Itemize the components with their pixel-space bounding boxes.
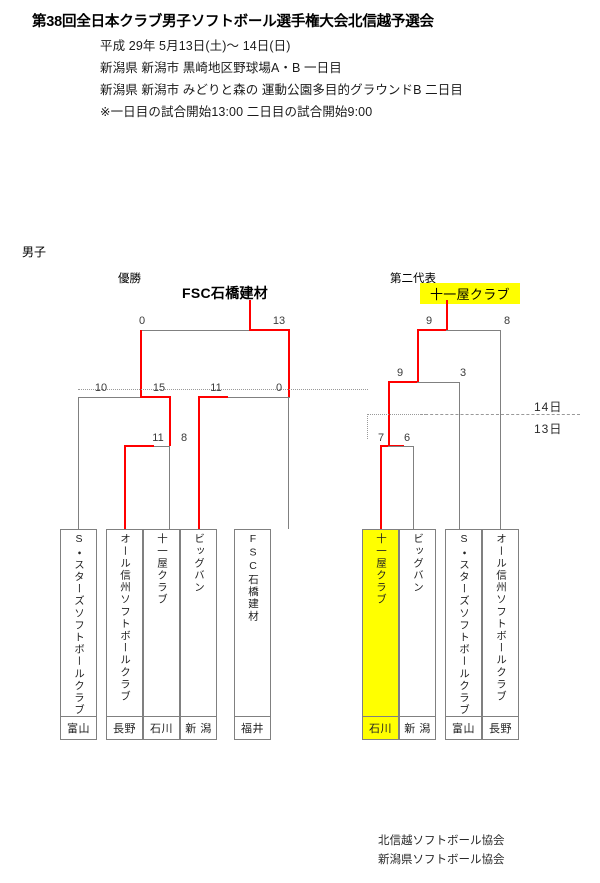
score-final-left: 0 [138,315,146,327]
start-time-note: ※一日目の試合開始13:00 二日目の試合開始9:00 [100,105,373,119]
bracket-line-rep-semi-bar-right [417,382,460,383]
score-semi-left-left: 10 [94,382,108,394]
day-separator-mid [367,414,427,415]
team-prefecture: 新 潟 [181,716,216,739]
team-box[interactable]: オール信州ソフトボールクラブ 長野 [106,529,143,740]
footer-organization-1: 北信越ソフトボール協会 [378,835,505,847]
bracket-line-r1-left-bar-red [124,445,154,447]
score-semi-right-right: 0 [275,382,283,394]
event-date-line: 平成 29年 5月13日(土)～ 14日(日) [100,39,291,53]
bracket-line-final-leg-left [140,330,142,397]
team-box[interactable]: ビッグバン 新 潟 [180,529,217,740]
day-separator-right [420,414,580,415]
bracket-line-r1-left-leg-loser [169,446,170,529]
team-prefecture: 長野 [107,716,142,739]
second-rep-label: 第二代表 [390,273,436,285]
day-marker-upper: 14日 [534,400,563,414]
team-box[interactable]: FSC石橋建材 福井 [234,529,271,740]
day-separator-left [78,389,368,390]
score-rep-semi-left: 9 [396,367,404,379]
venue-day1-line: 新潟県 新潟市 黒崎地区野球場A・B 一日目 [100,61,342,75]
division-label: 男子 [22,245,47,259]
day-separator-connector [367,414,369,439]
team-box-highlighted[interactable]: 十一屋クラブ 石川 [362,529,399,740]
bracket-line-semi-left-outer-leg [78,397,79,529]
bracket-line-final-bar-left [140,330,250,331]
team-name: S・スターズソフトボールクラブ [458,533,471,716]
bracket-line-semi-right-bar-red [198,396,228,398]
footer-organization-2: 新潟県ソフトボール協会 [378,854,505,866]
team-box[interactable]: 十一屋クラブ 石川 [143,529,180,740]
team-name: 十一屋クラブ [375,533,388,606]
champion-label: 優勝 [118,273,141,285]
bracket-line-second-rep-stem [446,300,448,330]
bracket-line-rep-final-leg-right [500,330,501,529]
bracket-line-rep-r1-leg-winner [380,446,382,529]
second-rep-team-name: 十一屋クラブ [420,283,520,304]
score-semi-right-left: 11 [210,382,222,394]
bracket-line-semi-right-leg-loser [288,397,289,529]
team-prefecture: 石川 [363,716,398,739]
team-prefecture: 石川 [144,716,179,739]
team-name: オール信州ソフトボールクラブ [495,533,508,703]
bracket-line-rep-final-bar-left [417,329,448,331]
bracket-line-semi-left-bar-red [140,396,171,398]
bracket-line-semi-left-inner-leg [169,397,171,446]
team-box[interactable]: S・スターズソフトボールクラブ 富山 [445,529,482,740]
team-name: 十一屋クラブ [156,533,169,606]
score-final-right: 13 [272,315,286,327]
bracket-line-champion-stem [249,300,251,330]
team-prefecture: 長野 [483,716,518,739]
bracket-line-rep-final-bar-right [446,330,500,331]
page-title: 第38回全日本クラブ男子ソフトボール選手権大会北信越予選会 [32,14,434,30]
score-rep-final-right: 8 [503,315,511,327]
team-prefecture: 富山 [446,716,481,739]
team-prefecture: 福井 [235,716,270,739]
team-name: ビッグバン [412,533,425,594]
score-r1-left-left: 11 [152,432,164,444]
score-rep-final-left: 9 [425,315,433,327]
team-prefecture: 新 潟 [400,716,435,739]
bracket-line-rep-r1-bar-right [388,446,414,447]
bracket-line-semi-right-bar [198,397,290,398]
team-box[interactable]: ビッグバン 新 潟 [399,529,436,740]
score-rep-semi-right: 3 [459,367,467,379]
score-rep-r1-left: 7 [377,432,385,444]
bracket-line-rep-semi-bar-left [388,381,419,383]
team-name: FSC石橋建材 [247,533,260,623]
bracket-line-final-leg-right [288,330,290,397]
bracket-line-rep-r1-leg-loser [413,446,414,529]
team-name: S・スターズソフトボールクラブ [73,533,86,716]
venue-day2-line: 新潟県 新潟市 みどりと森の 運動公園多目的グラウンドB 二日目 [100,83,463,97]
bracket-line-semi-left-bar [78,397,141,398]
team-prefecture: 富山 [61,716,96,739]
day-marker-lower: 13日 [534,422,563,436]
bracket-line-semi-right-leg-winner [198,397,200,529]
bracket-line-rep-final-leg-left [417,330,419,382]
team-box[interactable]: オール信州ソフトボールクラブ 長野 [482,529,519,740]
bracket-line-final-bar-right [249,329,290,331]
score-r1-left-right: 8 [180,432,188,444]
score-rep-r1-right: 6 [403,432,411,444]
team-box[interactable]: S・スターズソフトボールクラブ 富山 [60,529,97,740]
bracket-line-rep-semi-leg-right [459,382,460,529]
team-name: ビッグバン [193,533,206,594]
team-name: オール信州ソフトボールクラブ [119,533,132,703]
score-semi-left-right: 15 [152,382,166,394]
champion-team-name: FSC石橋建材 [182,285,269,301]
bracket-line-r1-left-leg-winner [124,446,126,529]
